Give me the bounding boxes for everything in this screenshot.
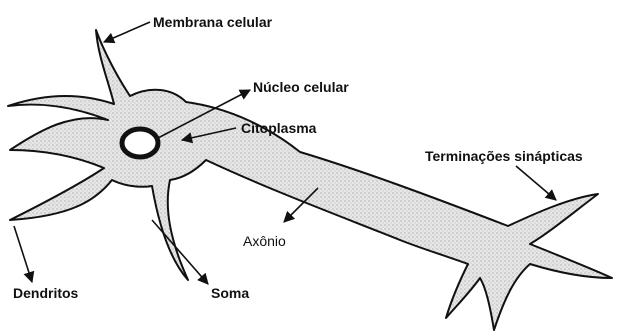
arrow-soma: [152, 220, 208, 284]
label-membrana-celular: Membrana celular: [153, 14, 273, 30]
arrow-membrana: [104, 22, 150, 42]
label-axonio: Axônio: [243, 233, 286, 249]
label-dendritos: Dendritos: [13, 285, 79, 301]
label-soma: Soma: [211, 285, 249, 301]
neuron-outline: [8, 30, 612, 330]
arrow-dendritos: [14, 226, 32, 282]
label-citoplasma: Citoplasma: [241, 120, 317, 136]
label-nucleo-celular: Núcleo celular: [253, 79, 349, 95]
label-terminacoes-sinapticas: Terminações sinápticas: [425, 148, 583, 164]
cell-nucleus: [122, 129, 158, 157]
arrow-terminacoes: [516, 166, 556, 200]
